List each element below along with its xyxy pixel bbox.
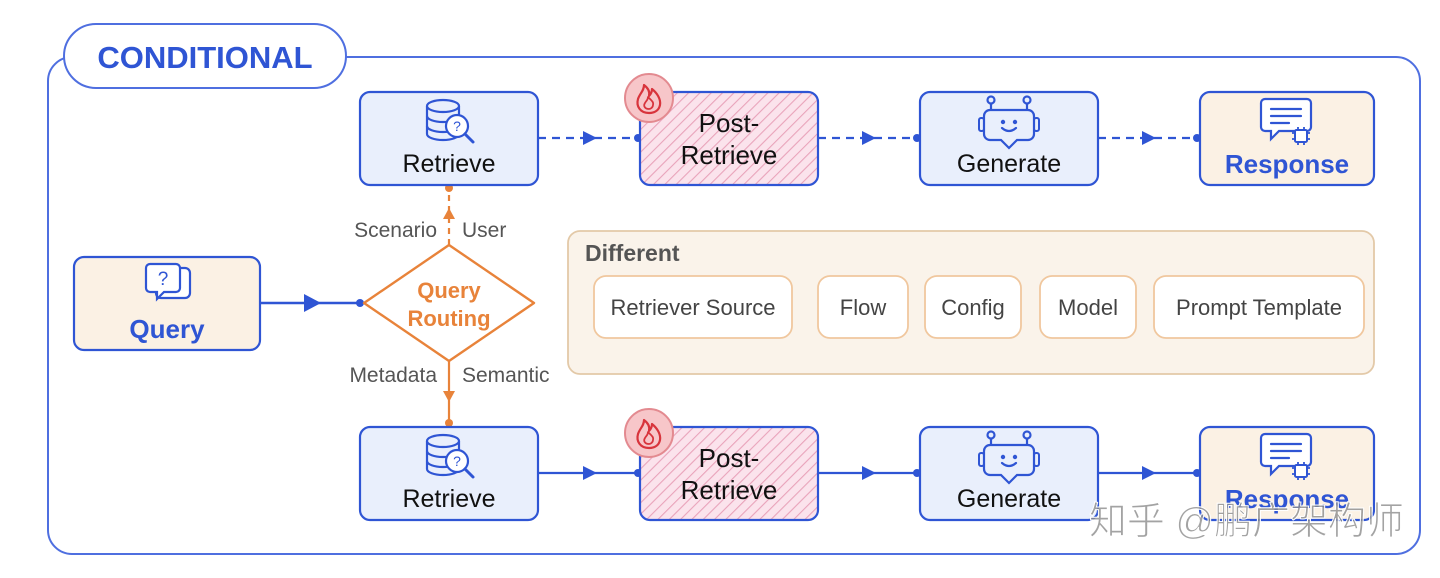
bottom-retrieve-node: Retrieve [358,425,540,522]
chip-config-label: Config [941,295,1005,320]
edge-label-metadata: Metadata [349,364,437,387]
top-post-retrieve-label-line2: Retrieve [681,140,778,170]
chip-model-label: Model [1058,295,1118,320]
router-label-line1: Query [417,278,481,303]
title-tab [63,23,347,89]
top-generate-label: Generate [957,150,1061,178]
top-generate-node: Generate [918,90,1100,187]
top-retrieve-node: Retrieve [358,90,540,187]
chip-model [1039,275,1137,339]
different-panel: Different Retriever Source Flow Config M… [567,230,1375,375]
chip-flow-label: Flow [840,295,887,320]
bottom-response-node: Response [1198,425,1376,522]
query-node: ? Query [72,255,262,352]
diagram-title: CONDITIONAL [97,40,312,75]
top-retrieve-label: Retrieve [402,150,495,178]
query-routing-node: Query Routing [362,243,536,363]
chip-config [924,275,1022,339]
svg-text:?: ? [158,269,169,290]
query-label: Query [129,314,205,344]
top-response-node: Response [1198,90,1376,187]
bottom-generate-node: Generate [918,425,1100,522]
top-response-label: Response [1225,149,1349,179]
top-post-retrieve-label-line1: Post- [699,108,760,138]
chip-prompt-template-label: Prompt Template [1176,295,1342,320]
chip-retriever-source-label: Retriever Source [610,295,775,320]
question-chat-icon: ? [144,262,192,302]
bottom-post-retrieve-node: Post- Retrieve [623,407,820,522]
top-flow: Retrieve Post- Retrieve Generate [358,72,1376,187]
top-post-retrieve-node: Post- Retrieve [623,72,820,187]
edge-label-scenario: Scenario [354,219,437,242]
bottom-post-retrieve-label-line1: Post- [699,443,760,473]
bottom-response-label: Response [1225,484,1349,514]
bottom-retrieve-label: Retrieve [402,485,495,513]
query-to-router-edge [260,294,364,312]
router-to-bottom-edge [443,361,455,427]
chip-retriever-source [593,275,793,339]
bottom-generate-label: Generate [957,485,1061,513]
bottom-response-box [1198,425,1376,522]
bottom-flow: Retrieve Post- Retrieve Generate [358,407,1376,522]
router-label-line2: Routing [407,306,490,331]
fire-icon [623,72,675,124]
fire-icon [623,407,675,459]
different-label: Different [585,240,680,266]
chip-flow [817,275,909,339]
chip-prompt-template [1153,275,1365,339]
edge-label-user: User [462,219,506,242]
edge-label-semantic: Semantic [462,364,550,387]
top-response-box [1198,90,1376,187]
watermark: 知乎 @鹏广架构师 [1089,501,1404,543]
bottom-post-retrieve-label-line2: Retrieve [681,475,778,505]
